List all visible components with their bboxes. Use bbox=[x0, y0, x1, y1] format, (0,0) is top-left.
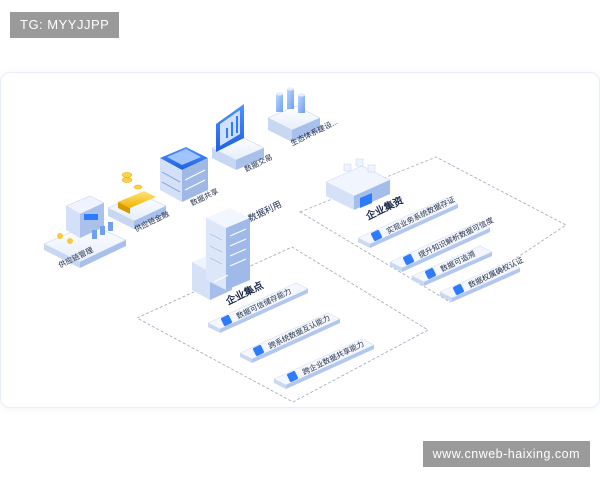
lock-chip-icon bbox=[452, 283, 465, 296]
data-utilization-label: 数据利用 bbox=[246, 198, 283, 224]
finance-coins-icon bbox=[107, 172, 167, 229]
enterprise-node-item-label: 跨系统数据互认能力 bbox=[266, 312, 331, 351]
lock-chip-icon bbox=[402, 253, 415, 266]
server-stack-icon bbox=[160, 147, 208, 202]
data-cylinders-icon bbox=[267, 87, 321, 142]
enterprise-node-region bbox=[135, 246, 429, 403]
lock-chip-icon bbox=[286, 370, 299, 383]
lock-chip-icon bbox=[252, 344, 265, 357]
enterprise-node-item-label: 跨企业数据共享能力 bbox=[300, 338, 365, 377]
trading-monitor-icon bbox=[211, 104, 265, 170]
lock-chip-icon bbox=[370, 229, 383, 242]
factory-building-icon bbox=[325, 158, 391, 210]
enterprise-group-region bbox=[298, 156, 567, 303]
lock-chip-icon bbox=[220, 314, 233, 327]
enterprise-node-item-2: 跨系统数据互认能力 bbox=[239, 312, 341, 363]
lock-chip-icon bbox=[424, 267, 437, 280]
production-line-icon bbox=[43, 195, 127, 268]
watermark-badge-bottom: www.cnweb-haixing.com bbox=[422, 441, 590, 467]
watermark-badge-top: TG: MYYJJPP bbox=[10, 12, 120, 38]
office-building-icon bbox=[192, 208, 250, 300]
